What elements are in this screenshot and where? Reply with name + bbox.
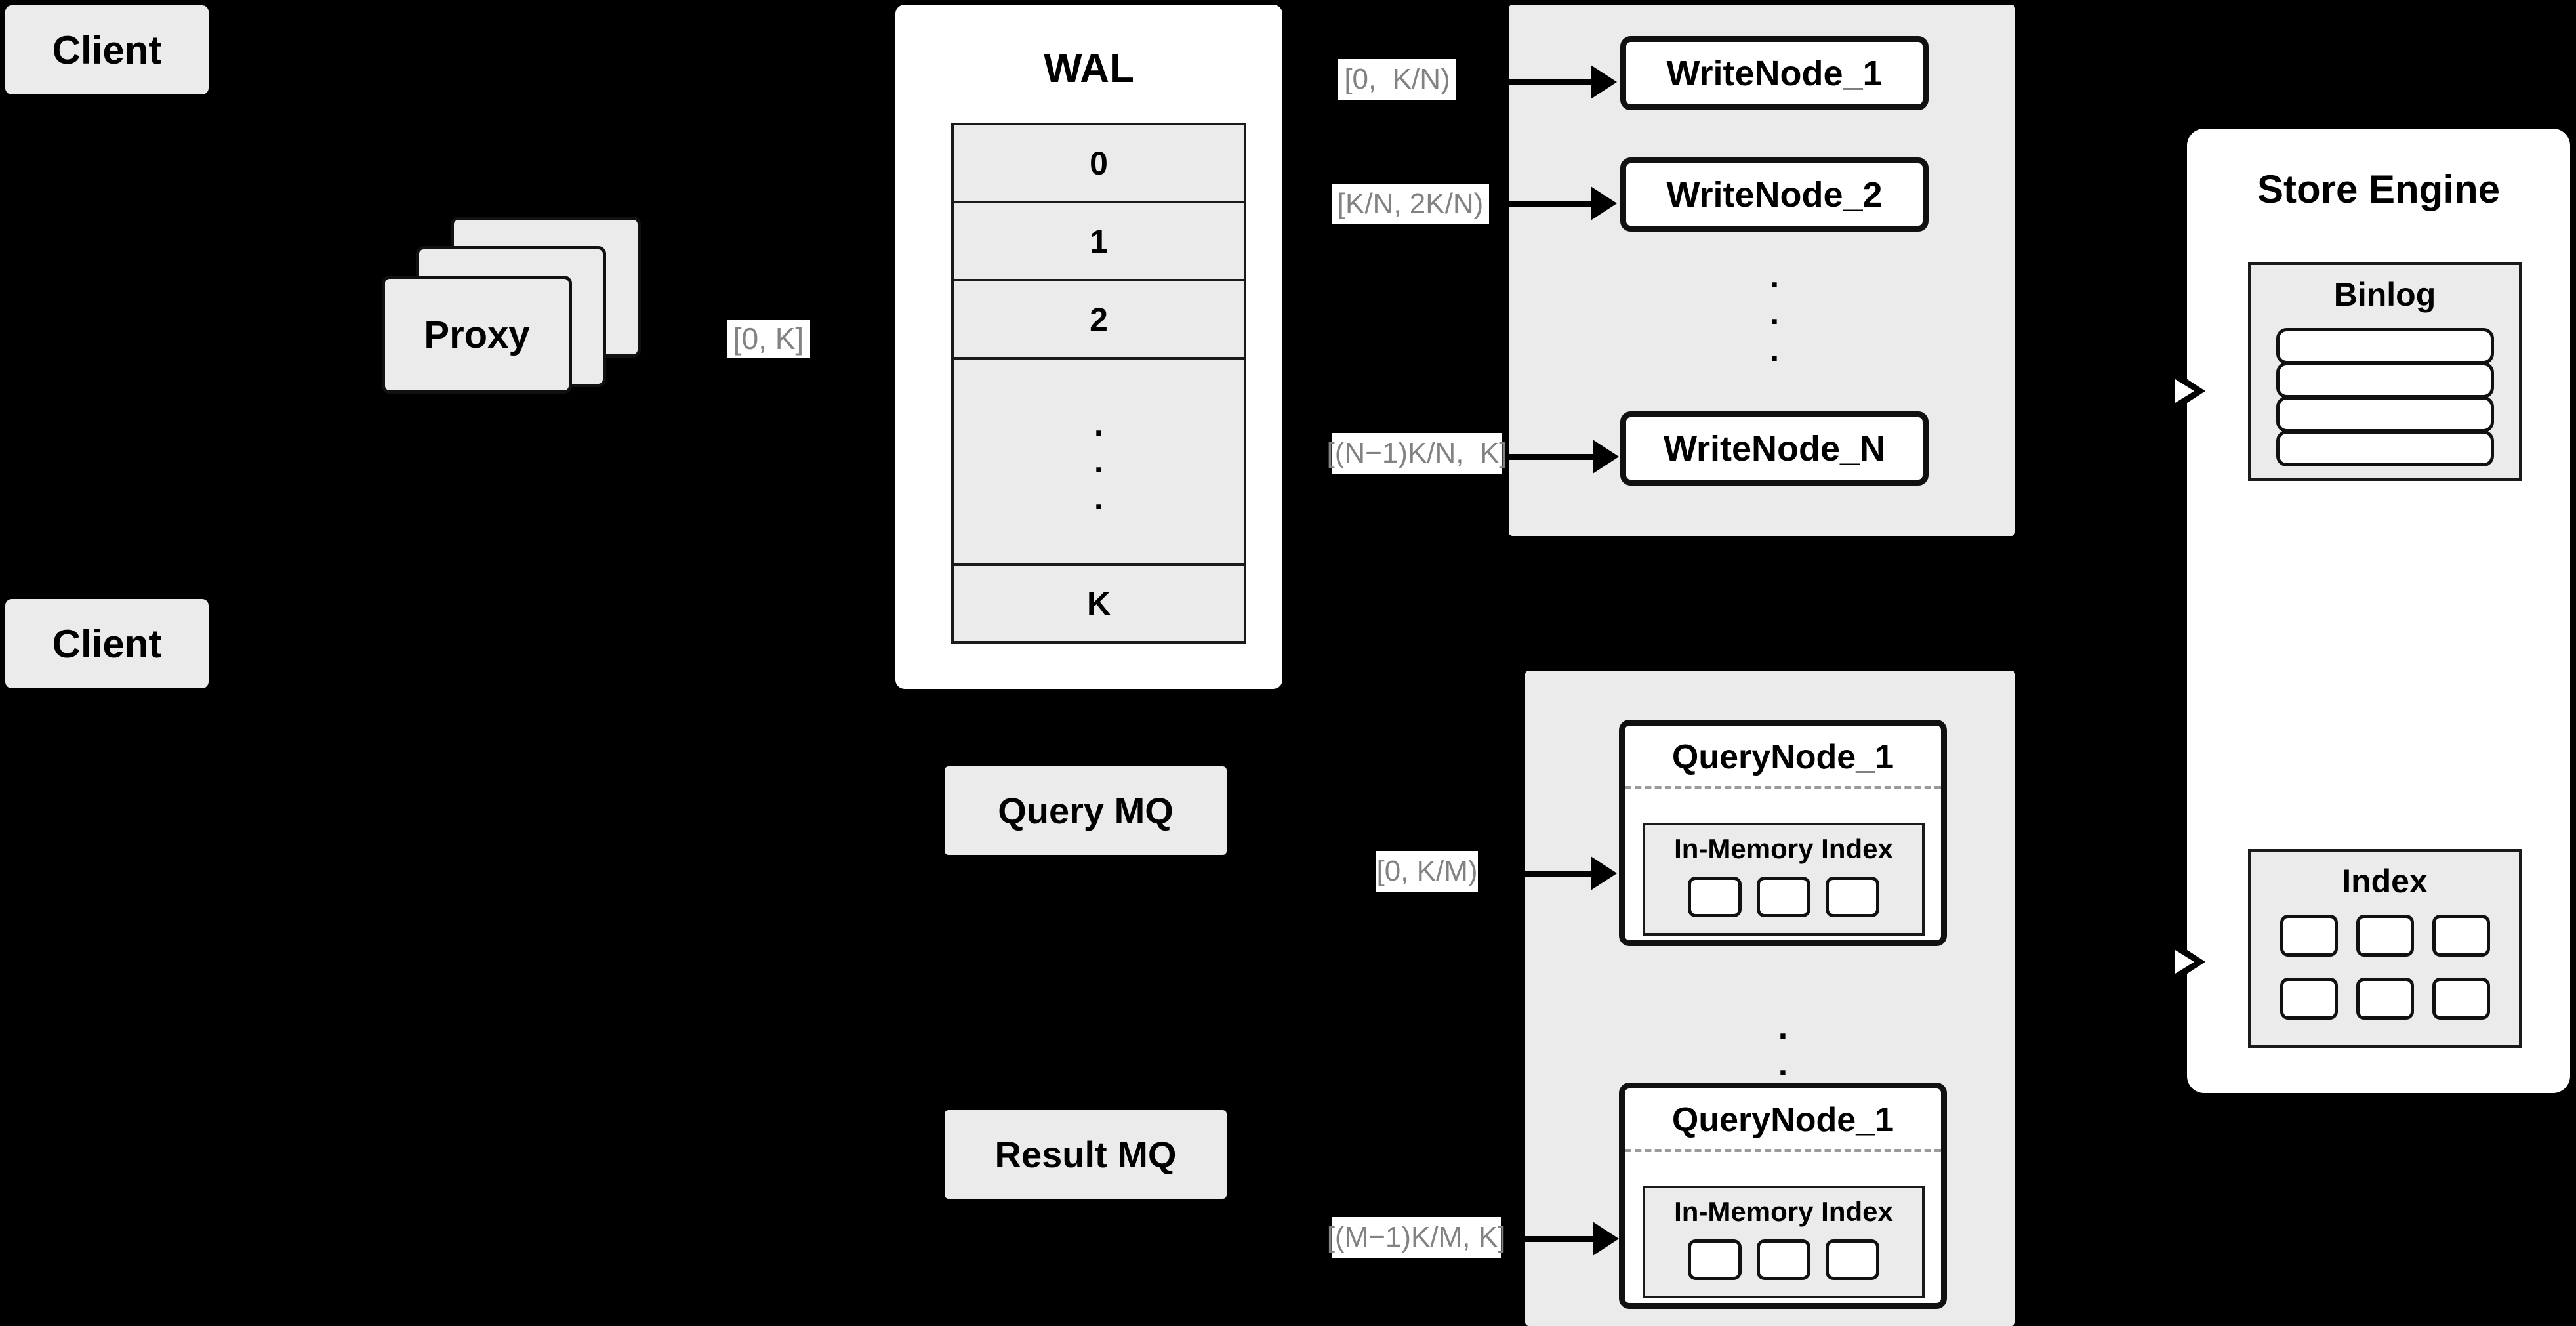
arrow-to-write-node-2 bbox=[1499, 186, 1617, 220]
query-node-m-separator bbox=[1625, 1149, 1941, 1152]
wal-row-label: K bbox=[1086, 585, 1111, 622]
query-node-m-label: QueryNode_1 bbox=[1671, 1101, 1894, 1139]
wal-row[interactable]: 0 bbox=[951, 123, 1246, 203]
arrow-head-open-icon bbox=[2175, 945, 2205, 979]
query-node-1[interactable]: QueryNode_1 In-Memory Index bbox=[1619, 720, 1947, 946]
arrow-head-open-icon bbox=[2175, 374, 2205, 408]
edge-label-write-node-2-text: [K/N, 2K/N) bbox=[1337, 188, 1484, 220]
arrow-head-icon bbox=[1591, 856, 1617, 890]
arrow-to-query-node-m bbox=[1506, 1222, 1619, 1256]
index-chip[interactable] bbox=[1757, 877, 1810, 917]
edge-label-write-node-1-text: [0, K/N) bbox=[1344, 63, 1450, 95]
binlog-box: Binlog bbox=[2248, 262, 2522, 481]
index-chip[interactable] bbox=[2280, 915, 2338, 957]
store-engine-title: Store Engine bbox=[2257, 167, 2501, 211]
arrow-head-icon bbox=[1591, 65, 1617, 99]
query-mq-label: Query MQ bbox=[998, 790, 1174, 831]
query-node-1-label: QueryNode_1 bbox=[1671, 738, 1894, 776]
binlog-title: Binlog bbox=[2333, 276, 2436, 313]
arrow-head-icon bbox=[1593, 1222, 1619, 1256]
arrow-head-icon bbox=[1591, 186, 1617, 220]
result-mq-box[interactable]: Result MQ bbox=[945, 1110, 1227, 1199]
query-mq-box[interactable]: Query MQ bbox=[945, 766, 1227, 855]
proxy-label: Proxy bbox=[424, 313, 530, 356]
edge-label-write-node-1: [0, K/N) bbox=[1338, 59, 1456, 100]
edge-label-query-node-1: [0, K/M) bbox=[1376, 851, 1478, 892]
query-node-1-in-memory-index: In-Memory Index bbox=[1643, 823, 1925, 936]
edge-label-write-node-n-text: [(N−1)K/N, K] bbox=[1326, 437, 1507, 469]
write-node-2[interactable]: WriteNode_2 bbox=[1620, 157, 1929, 232]
arrow-to-index bbox=[2153, 945, 2205, 979]
arrow-head-icon bbox=[1593, 440, 1619, 474]
binlog-bar[interactable] bbox=[2276, 396, 2494, 432]
index-chip[interactable] bbox=[2356, 915, 2414, 957]
arrow-to-write-node-1 bbox=[1466, 65, 1617, 99]
edge-label-proxy-to-wal: [0, K] bbox=[727, 320, 810, 358]
index-chip[interactable] bbox=[1757, 1239, 1810, 1280]
binlog-bar[interactable] bbox=[2276, 430, 2494, 466]
index-title: Index bbox=[2342, 863, 2428, 900]
query-node-1-separator bbox=[1625, 786, 1941, 789]
store-engine-panel: Store Engine Binlog Index bbox=[2187, 129, 2570, 1093]
index-chip[interactable] bbox=[2432, 915, 2490, 957]
write-node-n-label: WriteNode_N bbox=[1663, 428, 1886, 468]
edge-label-write-node-2: [K/N, 2K/N) bbox=[1332, 184, 1489, 224]
write-node-2-label: WriteNode_2 bbox=[1666, 175, 1883, 215]
write-node-vertical-ellipsis-icon: ... bbox=[1769, 257, 1780, 369]
edge-label-query-node-m: [(M−1)K/M, K] bbox=[1327, 1217, 1505, 1258]
write-node-1[interactable]: WriteNode_1 bbox=[1620, 36, 1929, 110]
index-chip[interactable] bbox=[1688, 1239, 1742, 1280]
query-node-m-in-memory-index: In-Memory Index bbox=[1643, 1186, 1925, 1298]
index-chip[interactable] bbox=[2356, 978, 2414, 1020]
in-memory-index-title: In-Memory Index bbox=[1674, 1196, 1893, 1227]
arrow-to-query-node-1 bbox=[1486, 856, 1617, 890]
arrow-to-write-node-n bbox=[1509, 440, 1619, 474]
write-node-n[interactable]: WriteNode_N bbox=[1620, 411, 1929, 486]
edge-label-write-node-n: [(N−1)K/N, K] bbox=[1326, 433, 1507, 474]
wal-row[interactable]: 1 bbox=[951, 203, 1246, 281]
binlog-bar[interactable] bbox=[2276, 328, 2494, 364]
index-chip[interactable] bbox=[2432, 978, 2490, 1020]
arrow-to-binlog bbox=[2153, 374, 2205, 408]
binlog-bar[interactable] bbox=[2276, 362, 2494, 398]
query-node-group: QueryNode_1 In-Memory Index ... QueryNod… bbox=[1525, 671, 2015, 1326]
wal-row-label: 1 bbox=[1090, 222, 1108, 260]
client-box-2[interactable]: Client bbox=[5, 599, 209, 688]
wal-row-list: 0 1 2 ... K bbox=[951, 123, 1246, 644]
index-chip[interactable] bbox=[1826, 1239, 1879, 1280]
index-chip[interactable] bbox=[2280, 978, 2338, 1020]
index-box: Index bbox=[2248, 849, 2522, 1048]
proxy-stack[interactable]: Proxy bbox=[382, 217, 657, 426]
edge-label-proxy-to-wal-text: [0, K] bbox=[733, 321, 804, 356]
wal-vertical-ellipsis-icon: ... bbox=[1094, 405, 1104, 517]
index-chip[interactable] bbox=[1826, 877, 1879, 917]
wal-row-label: 2 bbox=[1090, 300, 1108, 338]
client-box-1-label: Client bbox=[52, 28, 162, 72]
edge-label-query-node-m-text: [(M−1)K/M, K] bbox=[1326, 1221, 1506, 1253]
wal-row-label: 0 bbox=[1090, 144, 1108, 182]
wal-panel: WAL 0 1 2 ... K bbox=[895, 5, 1282, 689]
client-box-1[interactable]: Client bbox=[5, 5, 209, 94]
edge-label-query-node-1-text: [0, K/M) bbox=[1376, 855, 1478, 887]
wal-row-ellipsis: ... bbox=[951, 360, 1246, 566]
wal-row[interactable]: K bbox=[951, 566, 1246, 644]
query-node-m[interactable]: QueryNode_1 In-Memory Index bbox=[1619, 1083, 1947, 1309]
wal-title: WAL bbox=[1044, 46, 1134, 91]
write-node-1-label: WriteNode_1 bbox=[1666, 53, 1883, 93]
wal-row[interactable]: 2 bbox=[951, 281, 1246, 360]
result-mq-label: Result MQ bbox=[994, 1134, 1177, 1175]
index-chip[interactable] bbox=[1688, 877, 1742, 917]
proxy-stack-card-front[interactable]: Proxy bbox=[382, 276, 572, 394]
in-memory-index-title: In-Memory Index bbox=[1674, 833, 1893, 864]
client-box-2-label: Client bbox=[52, 621, 162, 666]
